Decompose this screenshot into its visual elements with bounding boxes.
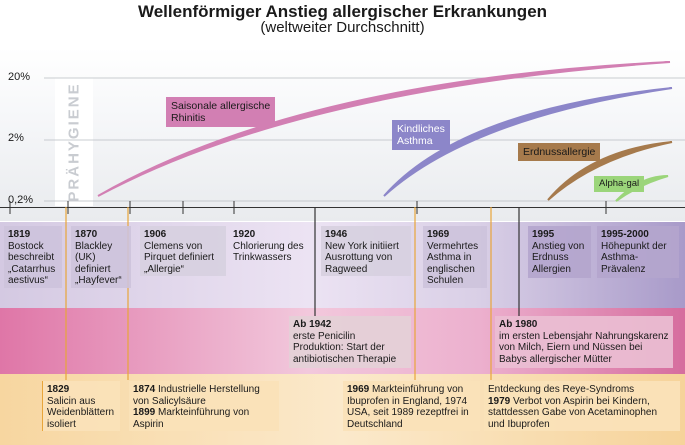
event-1995-2000-year: 1995-2000	[601, 229, 649, 240]
event-1874-year: 1874	[133, 384, 156, 395]
label-alphagal-line1: Alpha-gal	[599, 178, 640, 189]
event-1906: 1906 Clemens von Pirquet definiert „Alle…	[140, 226, 226, 276]
label-alphagal: Alpha-gal	[594, 176, 645, 192]
event-1906-text: Clemens von Pirquet definiert „Allergie“	[144, 240, 215, 275]
event-1969-ibuprofen-year: 1969	[347, 384, 370, 395]
label-asthma-line2: Asthma	[397, 135, 433, 147]
event-1995-2000-text: Höhepunkt der Asthma-Prävalenz	[601, 240, 667, 275]
label-peanut-line1: Erdnussallergie	[523, 146, 596, 158]
event-1829-text: Salicin aus Weidenblättern isoliert	[47, 395, 115, 430]
event-1874-1899: 1874 Industrielle Herstellung von Salicy…	[129, 381, 279, 431]
label-peanut: Erdnussallergie	[518, 143, 601, 161]
event-1946-year: 1946	[325, 229, 348, 240]
curve-peanut	[547, 141, 673, 201]
event-1906-year: 1906	[144, 229, 167, 240]
event-1979-intro: Entdeckung des Reye-Syndroms	[488, 384, 635, 395]
event-1979: Entdeckung des Reye-Syndroms 1979 Verbot…	[484, 381, 680, 431]
event-1980-text: im ersten Lebensjahr Nahrungskarenz von …	[499, 330, 669, 365]
page-subtitle: (weltweiter Durchschnitt)	[260, 19, 425, 36]
praehygiene-panel: PRÄHYGIENE	[55, 78, 93, 206]
event-1870: 1870 Blackley (UK) definiert „Hayfever“	[71, 226, 131, 288]
event-1819-text: Bostock beschreibt „Catarrhus aestivus“	[8, 240, 56, 287]
label-asthma: Kindliches Asthma	[392, 120, 450, 150]
label-asthma-line1: Kindliches	[397, 123, 445, 135]
event-1980-year: Ab 1980	[499, 319, 538, 330]
event-1969: 1969 Vermehrtes Asthma in englischen Sch…	[423, 226, 487, 288]
event-1995-text: Anstieg von Erdnuss Allergien	[532, 240, 585, 275]
y-tick-2: 2%	[8, 132, 24, 144]
event-1969-text: Vermehrtes Asthma in englischen Schulen	[427, 240, 479, 287]
event-1870-text: Blackley (UK) definiert „Hayfever“	[75, 240, 122, 287]
event-1995: 1995 Anstieg von Erdnuss Allergien	[528, 226, 591, 278]
event-1979-text: Verbot von Aspirin bei Kindern, stattdes…	[488, 395, 658, 430]
chart-background	[0, 48, 685, 221]
label-rhinitis-line2: Rhinitis	[171, 112, 206, 124]
label-rhinitis: Saisonale allergische Rhinitis	[166, 97, 276, 127]
page-title: Wellenförmiger Anstieg allergischer Erkr…	[137, 2, 548, 21]
event-1969-ibuprofen-text: Markteinführung von Ibuprofen in England…	[347, 384, 469, 430]
event-1946: 1946 New York initiiert Ausrottung von R…	[321, 226, 411, 276]
event-1942-text: erste Penicilin Produktion: Start der an…	[293, 330, 397, 365]
event-1942-year: Ab 1942	[293, 319, 332, 330]
event-1920-year: 1920	[233, 229, 256, 240]
event-1920: 1920 Chlorierung des Trinkwassers	[229, 226, 311, 266]
time-axis	[0, 207, 685, 208]
label-rhinitis-line1: Saisonale allergische	[171, 100, 271, 112]
event-1899-year: 1899	[133, 407, 156, 418]
event-1819: 1819 Bostock beschreibt „Catarrhus aesti…	[4, 226, 62, 288]
event-1979-year: 1979	[488, 395, 511, 407]
event-1819-year: 1819	[8, 229, 31, 240]
event-1969-year: 1969	[427, 229, 450, 240]
event-1920-text: Chlorierung des Trinkwassers	[233, 240, 304, 264]
event-1995-2000: 1995-2000 Höhepunkt der Asthma-Prävalenz	[597, 226, 679, 278]
event-1829: 1829 Salicin aus Weidenblättern isoliert	[42, 381, 120, 431]
event-1870-year: 1870	[75, 229, 98, 240]
event-1946-text: New York initiiert Ausrottung von Ragwee…	[325, 240, 399, 275]
y-tick-0-2: 0,2%	[8, 194, 34, 206]
curve-rhinitis	[97, 61, 671, 197]
event-1829-year: 1829	[47, 384, 70, 395]
event-1899-text: Markteinführung von Aspirin	[133, 407, 250, 430]
event-1874-text: Industrielle Herstellung von Salicylsäur…	[133, 384, 260, 407]
event-1995-year: 1995	[532, 229, 555, 240]
y-tick-20: 20%	[8, 71, 31, 83]
event-1942: Ab 1942 erste Penicilin Produktion: Star…	[289, 316, 411, 368]
event-1980: Ab 1980 im ersten Lebensjahr Nahrungskar…	[495, 316, 673, 368]
event-1969-ibuprofen: 1969 Markteinführung von Ibuprofen in En…	[343, 381, 480, 431]
